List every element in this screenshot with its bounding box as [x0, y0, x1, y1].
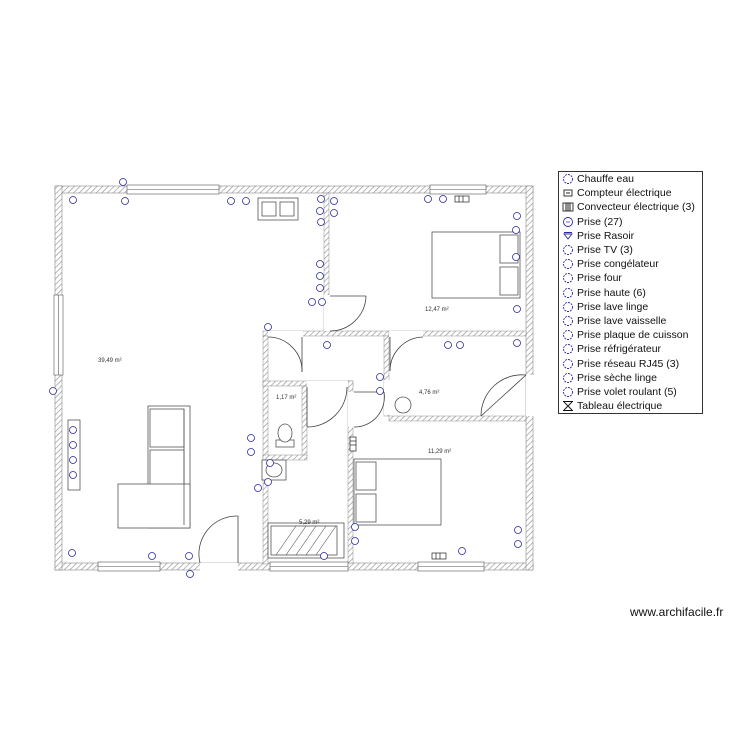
legend-label: Compteur électrique: [577, 187, 672, 200]
toilet: [275, 423, 295, 448]
oven-socket-icon: [563, 273, 573, 284]
brand-watermark[interactable]: www.archifacile.fr: [630, 605, 724, 619]
room-area-bathroom: 5,29 m²: [299, 520, 319, 526]
legend-item-fridge-socket: Prise réfrigérateur: [559, 342, 702, 356]
legend-item-dryer-socket: Prise sèche linge: [559, 371, 702, 385]
razor-socket-icon: [563, 231, 573, 240]
legend-label: Prise TV (3): [577, 244, 633, 256]
legend-label: Prise congélateur: [577, 258, 659, 271]
legend: Chauffe eau Compteur électrique Convecte…: [558, 171, 703, 414]
legend-label: Prise réseau RJ45 (3): [577, 357, 680, 370]
bed-second: [353, 458, 442, 526]
water-heater-icon: [563, 174, 573, 184]
socket-icon: [563, 216, 573, 227]
legend-label: Prise plaque de cuisson: [577, 329, 689, 342]
legend-item-shutter-socket: Prise volet roulant (5): [559, 385, 702, 399]
tv-socket-icon: [563, 245, 573, 255]
furniture: [67, 197, 521, 559]
freezer-socket-icon: [563, 259, 573, 270]
fridge-socket-icon: [563, 344, 573, 355]
washer-socket-icon: [563, 301, 573, 312]
legend-label: Convecteur électrique (3): [577, 201, 695, 214]
legend-label: Prise Rasoir: [577, 229, 635, 242]
electrical-panel-icon: [563, 401, 573, 412]
legend-item-convector: Convecteur électrique (3): [559, 200, 702, 214]
door-gaps: [200, 295, 534, 571]
electric-meter-icon: [563, 189, 573, 197]
legend-label: Prise haute (6): [577, 286, 646, 299]
convector-icon: [562, 202, 574, 212]
room-area-hall: 4,76 m²: [419, 390, 439, 396]
room-area-wc: 1,17 m²: [276, 395, 296, 401]
bed-master: [431, 231, 521, 299]
legend-item-rj45-socket: Prise réseau RJ45 (3): [559, 357, 702, 371]
legend-label: Chauffe eau: [577, 173, 635, 185]
legend-item-high-socket: Prise haute (6): [559, 286, 702, 300]
legend-item-dishwasher-socket: Prise lave vaisselle: [559, 314, 702, 328]
legend-label: Prise volet roulant (5): [577, 386, 677, 398]
high-socket-icon: [563, 287, 573, 298]
legend-label: Prise sèche linge: [577, 371, 657, 384]
convectors: [349, 195, 470, 560]
legend-label: Prise réfrigérateur: [577, 343, 662, 356]
electrical-symbols: [49, 178, 522, 578]
legend-item-socket: Prise (27): [559, 215, 702, 229]
legend-item-hob-socket: Prise plaque de cuisson: [559, 328, 702, 342]
hob-socket-icon: [563, 330, 573, 341]
legend-label: Prise lave linge: [577, 300, 649, 313]
legend-item-electrical-panel: Tableau électrique: [559, 399, 702, 413]
legend-item-washer-socket: Prise lave linge: [559, 300, 702, 314]
room-area-bedroom-2: 11,29 m²: [428, 449, 451, 455]
room-area-bedroom-1: 12,47 m²: [425, 307, 449, 313]
rj45-socket-icon: [563, 358, 573, 369]
sofa: [117, 405, 191, 529]
dishwasher-socket-icon: [563, 316, 573, 326]
water-heater: [394, 396, 412, 414]
room-area-living: 39,49 m²: [98, 358, 122, 364]
dryer-socket-icon: [563, 372, 573, 383]
legend-label: Prise four: [577, 272, 622, 285]
interior-walls: [262, 192, 527, 565]
shower-tray: [267, 522, 345, 559]
legend-item-razor-socket: Prise Rasoir: [559, 229, 702, 243]
legend-item-freezer-socket: Prise congélateur: [559, 257, 702, 271]
legend-item-electric-meter: Compteur électrique: [559, 186, 702, 200]
legend-label: Tableau électrique: [577, 400, 663, 413]
legend-item-oven-socket: Prise four: [559, 271, 702, 285]
washbasin: [261, 459, 287, 481]
legend-item-water-heater: Chauffe eau: [559, 172, 702, 186]
door-swings: [198, 295, 527, 564]
legend-label: Prise lave vaisselle: [577, 315, 667, 327]
windows: [53, 184, 487, 572]
shutter-socket-icon: [563, 387, 573, 397]
legend-item-tv-socket: Prise TV (3): [559, 243, 702, 257]
legend-label: Prise (27): [577, 215, 623, 228]
